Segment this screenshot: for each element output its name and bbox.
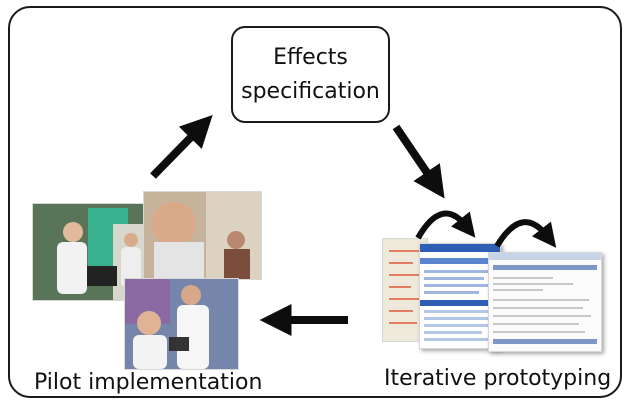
prototype-screen-1 xyxy=(419,243,501,349)
prototype-screen-2 xyxy=(488,252,602,352)
hospital-photo-nurses xyxy=(124,278,239,370)
iteration-arrow-1 xyxy=(415,210,476,240)
spreadsheet-screen-icon xyxy=(420,244,500,348)
iteration-arrow-2 xyxy=(494,219,557,248)
effects-specification-line1: Effects xyxy=(273,44,348,70)
arrow-to-prototyping xyxy=(392,124,445,199)
effects-specification-node: Effects specification xyxy=(231,26,390,123)
arrow-to-effects xyxy=(150,114,213,179)
meeting-scene-icon xyxy=(144,192,261,279)
form-screen-icon xyxy=(489,253,601,351)
hospital-photo-meeting xyxy=(143,191,262,280)
nurses-scene-icon xyxy=(125,279,238,369)
pilot-implementation-caption: Pilot implementation xyxy=(34,370,263,395)
effects-specification-line2: specification xyxy=(241,78,380,104)
iterative-prototyping-caption: Iterative prototyping xyxy=(384,366,612,391)
